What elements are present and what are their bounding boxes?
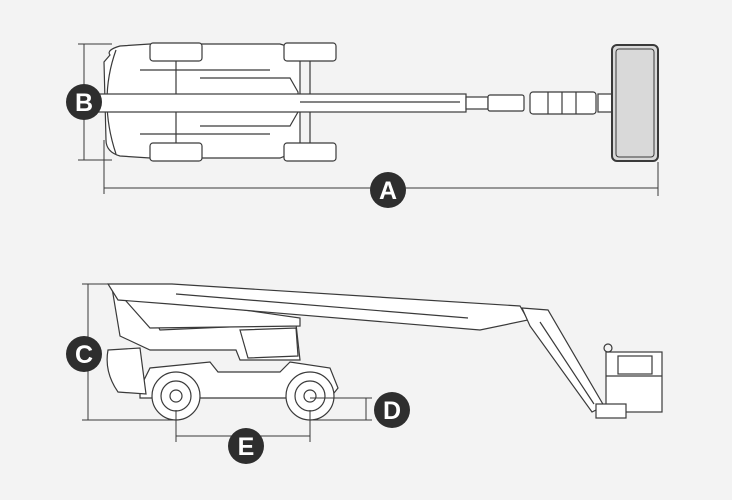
label-b: B — [75, 89, 93, 117]
label-e: E — [238, 433, 255, 461]
label-a: A — [379, 177, 397, 205]
top-boom-main — [95, 93, 467, 113]
label-d: D — [383, 397, 401, 425]
badge-b: B — [66, 84, 102, 120]
top-boom-joint — [465, 96, 489, 110]
badge-c: C — [66, 336, 102, 372]
top-wheel-rear-left — [149, 42, 203, 62]
label-c: C — [75, 341, 93, 369]
badge-e: E — [228, 428, 264, 464]
top-jib — [487, 94, 525, 112]
side-view — [82, 283, 663, 442]
top-wheel-front-right — [283, 142, 337, 162]
top-frame-lines — [140, 69, 270, 135]
side-platform — [605, 351, 663, 413]
top-wheel-front-left — [283, 42, 337, 62]
side-platform-panel — [617, 355, 653, 375]
side-counterweight — [106, 347, 147, 395]
top-platform-inner — [615, 48, 655, 158]
top-view — [78, 42, 659, 196]
side-platform-light — [603, 343, 613, 353]
side-engine-cover — [239, 327, 299, 359]
side-jib — [521, 307, 605, 413]
top-wheel-rear-right — [149, 142, 203, 162]
top-platform-mount — [597, 93, 613, 113]
badge-d: D — [374, 392, 410, 428]
side-jib-inner — [539, 321, 595, 405]
top-platform — [611, 44, 659, 162]
top-rotator — [529, 91, 597, 115]
badge-a: A — [370, 172, 406, 208]
side-platform-base — [595, 403, 627, 419]
side-main-boom-inner — [175, 293, 469, 319]
side-main-boom — [106, 283, 529, 331]
